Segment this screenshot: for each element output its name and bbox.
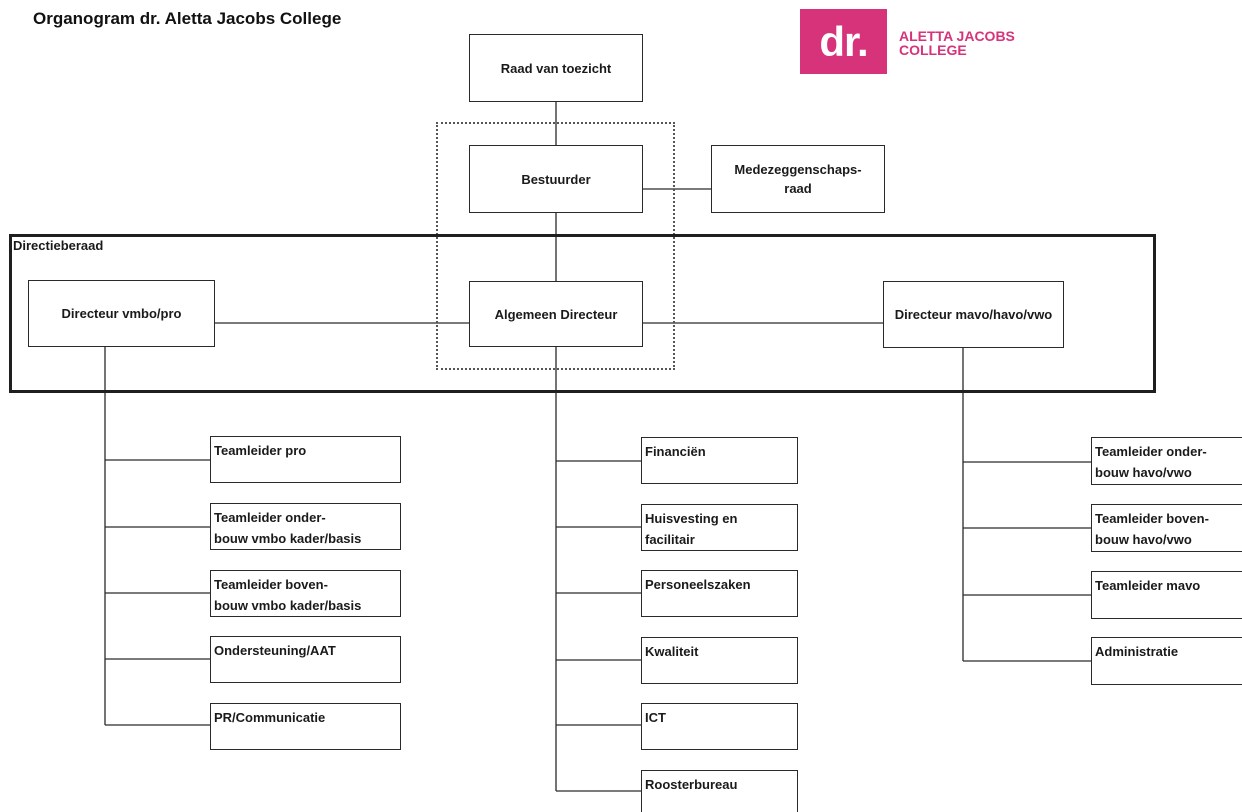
node-label: Algemeen Directeur (494, 306, 618, 322)
unit-label-line2: bouw vmbo kader/basis (214, 598, 362, 613)
unit-label: Financiën (645, 444, 706, 459)
node-bestuurder: Bestuurder (469, 145, 643, 213)
unit-label-line2: bouw vmbo kader/basis (214, 531, 362, 546)
unit-label-line2: facilitair (645, 532, 695, 547)
node-directeur-mavo-havo-vwo: Directeur mavo/havo/vwo (883, 281, 1064, 348)
node-label-line2: raad (784, 181, 812, 196)
unit-label-line2: bouw havo/vwo (1095, 465, 1192, 480)
unit-label: Teamleider onder- (1095, 444, 1207, 459)
unit-teamleider-onderbouw-havo-vwo: Teamleider onder- bouw havo/vwo (1091, 437, 1242, 485)
node-label-line1: Medezeggenschaps- (734, 162, 862, 177)
unit-label: Teamleider pro (214, 443, 307, 458)
unit-ondersteuning-aat: Ondersteuning/AAT (210, 636, 401, 683)
unit-label: Teamleider boven- (214, 577, 328, 592)
node-label: Directeur mavo/havo/vwo (894, 307, 1053, 322)
directieberaad-frame (9, 234, 1156, 393)
unit-pr-communicatie: PR/Communicatie (210, 703, 401, 750)
unit-personeelszaken: Personeelszaken (641, 570, 798, 617)
node-directeur-vmbo-pro: Directeur vmbo/pro (28, 280, 215, 347)
unit-label: Teamleider mavo (1095, 578, 1201, 593)
unit-label-line2: bouw havo/vwo (1095, 532, 1192, 547)
unit-teamleider-mavo: Teamleider mavo (1091, 571, 1242, 619)
bestuur-dotted-frame (436, 122, 675, 370)
unit-teamleider-onderbouw-vmbo: Teamleider onder- bouw vmbo kader/basis (210, 503, 401, 550)
unit-financien: Financiën (641, 437, 798, 484)
school-logo: dr. ALETTA JACOBS COLLEGE (800, 9, 1060, 75)
node-algemeen-directeur: Algemeen Directeur (469, 281, 643, 347)
logo-name-line1: ALETTA JACOBS (899, 28, 1015, 44)
node-label: Raad van toezicht (500, 60, 612, 76)
directieberaad-label: Directieberaad (13, 238, 104, 253)
unit-kwaliteit: Kwaliteit (641, 637, 798, 684)
unit-label: PR/Communicatie (214, 710, 326, 725)
unit-ict: ICT (641, 703, 798, 750)
node-raad-van-toezicht: Raad van toezicht (469, 34, 643, 102)
unit-label: Kwaliteit (645, 644, 699, 659)
unit-teamleider-bovenbouw-havo-vwo: Teamleider boven- bouw havo/vwo (1091, 504, 1242, 552)
unit-label: Personeelszaken (645, 577, 751, 592)
logo-name-line2: COLLEGE (899, 42, 967, 58)
unit-roosterbureau: Roosterbureau (641, 770, 798, 812)
unit-label: Ondersteuning/AAT (214, 643, 336, 658)
node-label: Directeur vmbo/pro (61, 306, 182, 321)
unit-huisvesting-facilitair: Huisvesting en facilitair (641, 504, 798, 551)
unit-label: Administratie (1095, 644, 1179, 659)
unit-label: Huisvesting en (645, 511, 738, 526)
unit-label: Teamleider onder- (214, 510, 326, 525)
unit-label: Roosterbureau (645, 777, 738, 792)
node-medezeggenschapsraad: Medezeggenschaps- raad (711, 145, 885, 213)
node-label: Bestuurder (521, 171, 591, 187)
logo-mark: dr. (800, 9, 887, 74)
logo-wordmark: ALETTA JACOBS COLLEGE (899, 29, 1015, 57)
unit-teamleider-bovenbouw-vmbo: Teamleider boven- bouw vmbo kader/basis (210, 570, 401, 617)
unit-label: ICT (645, 710, 666, 725)
unit-label: Teamleider boven- (1095, 511, 1209, 526)
unit-teamleider-pro: Teamleider pro (210, 436, 401, 483)
unit-administratie: Administratie (1091, 637, 1242, 685)
page-title: Organogram dr. Aletta Jacobs College (33, 9, 342, 28)
